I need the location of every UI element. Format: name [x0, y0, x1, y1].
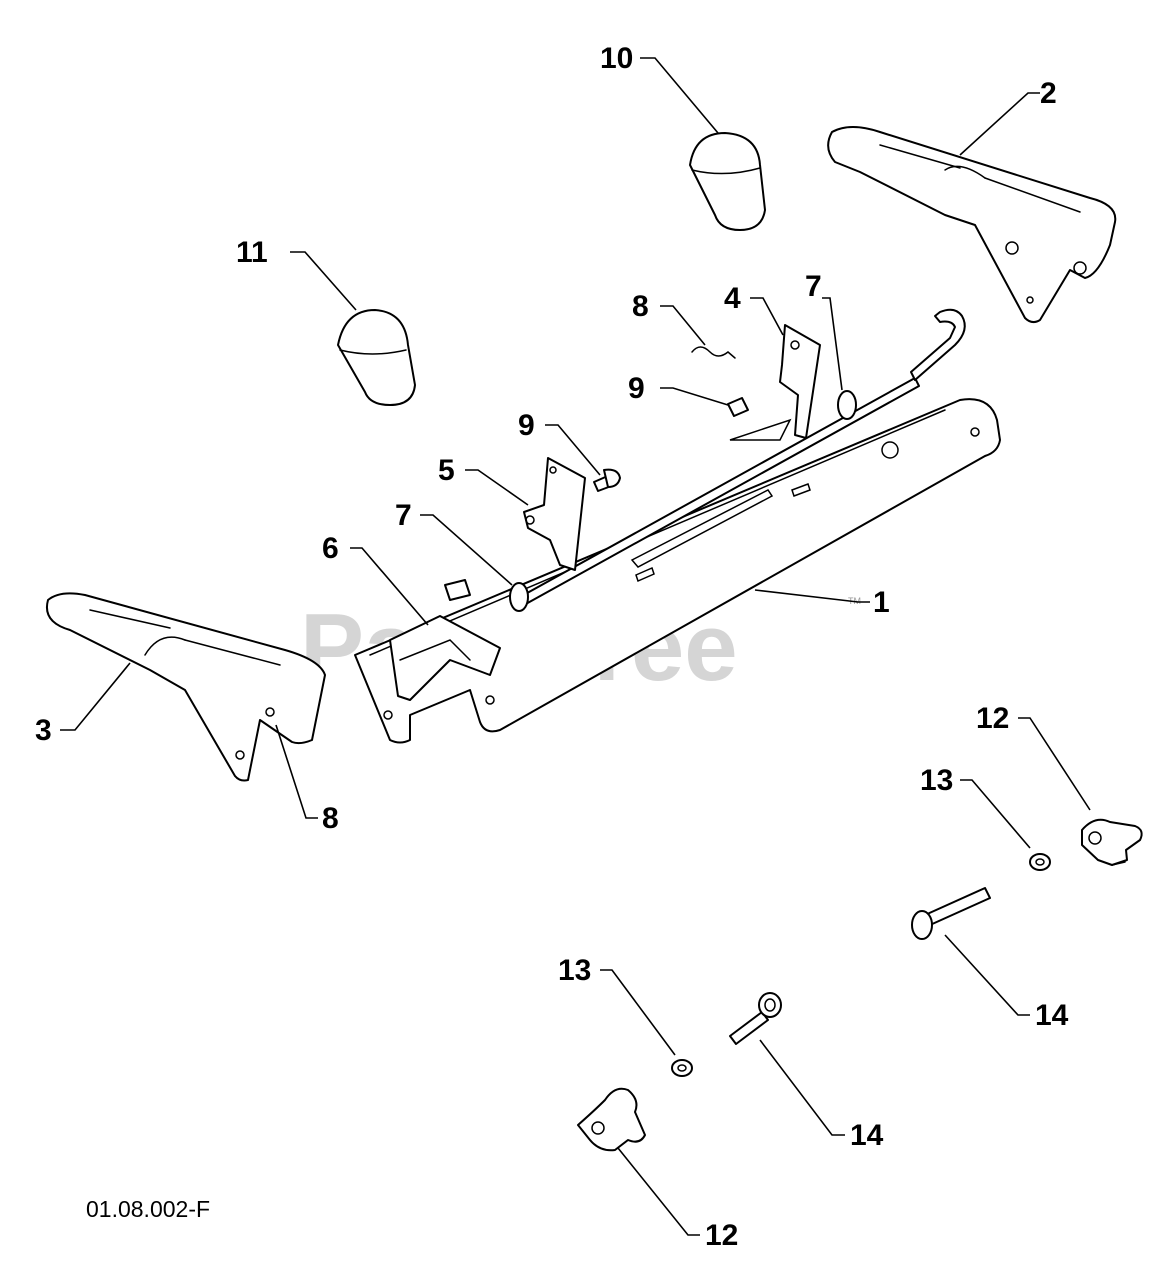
callout-8-lower: 8 — [322, 802, 339, 835]
callout-2: 2 — [1040, 77, 1057, 110]
callout-8-upper: 8 — [632, 290, 649, 323]
callout-4: 4 — [724, 282, 741, 315]
callout-14-lower: 14 — [850, 1119, 884, 1152]
callout-1: 1 — [873, 586, 890, 619]
part-4-plate — [729, 324, 821, 441]
part-13-washer-lower — [671, 1059, 693, 1077]
part-9-bolt-upper — [727, 397, 749, 417]
callout-10: 10 — [600, 42, 633, 75]
part-5-plate — [523, 457, 586, 571]
callout-6: 6 — [322, 532, 339, 565]
callout-13-lower: 13 — [558, 954, 591, 987]
part-13-washer-upper — [1029, 853, 1051, 871]
part-12-star-knob-upper — [1081, 818, 1143, 866]
callout-12-upper: 12 — [976, 702, 1009, 735]
part-7-bushing-right — [837, 390, 857, 420]
callout-5: 5 — [438, 454, 455, 487]
callout-3: 3 — [35, 714, 52, 747]
callouts: 10 2 11 8 4 7 9 9 5 7 6 1 3 8 12 13 14 1… — [35, 42, 1069, 1252]
part-1-bracket — [354, 398, 1001, 744]
part-14-bolt-upper — [911, 887, 991, 940]
callout-9-lower: 9 — [518, 409, 535, 442]
part-2-handle — [827, 126, 1117, 324]
part-12-star-knob-lower — [577, 1087, 646, 1152]
callout-9-upper: 9 — [628, 372, 645, 405]
part-3-handle — [46, 592, 326, 782]
callout-13-upper: 13 — [920, 764, 953, 797]
part-9-bolt-lower — [593, 468, 621, 492]
callout-7-upper: 7 — [805, 270, 822, 303]
callout-11: 11 — [236, 236, 268, 269]
part-14-bolt-lower — [729, 992, 782, 1045]
callout-14-upper: 14 — [1035, 999, 1069, 1032]
part-7-bushing-left — [509, 582, 529, 612]
callout-7-lower: 7 — [395, 499, 412, 532]
part-8-hairpin-upper — [691, 346, 736, 359]
part-11-knob — [337, 309, 416, 406]
callout-12-lower: 12 — [705, 1219, 738, 1252]
leader-lines — [60, 57, 1091, 1236]
part-6-pivot-bracket — [389, 579, 501, 701]
drawing-code: 01.08.002-F — [86, 1196, 210, 1222]
part-10-knob — [689, 132, 766, 231]
